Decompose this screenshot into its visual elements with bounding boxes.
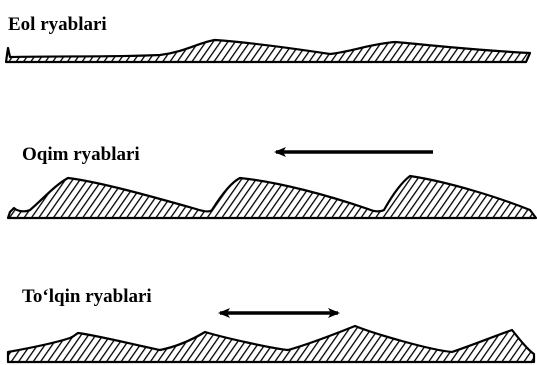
wind-ripples-panel: Eol ryablari bbox=[4, 14, 532, 64]
current-ripples-label: Oqim ryablari bbox=[22, 144, 140, 165]
wave-ripples-label: To‘lqin ryablari bbox=[22, 286, 152, 307]
wind-ripples-label: Eol ryablari bbox=[8, 14, 107, 35]
wave-ripples-profile bbox=[6, 324, 536, 364]
current-ripples-profile bbox=[6, 174, 537, 220]
wave-ripples-panel: To‘lqin ryablari bbox=[6, 286, 536, 364]
current-ripples-panel: Oqim ryablari bbox=[6, 144, 537, 220]
wind-ripples-profile bbox=[4, 38, 532, 64]
